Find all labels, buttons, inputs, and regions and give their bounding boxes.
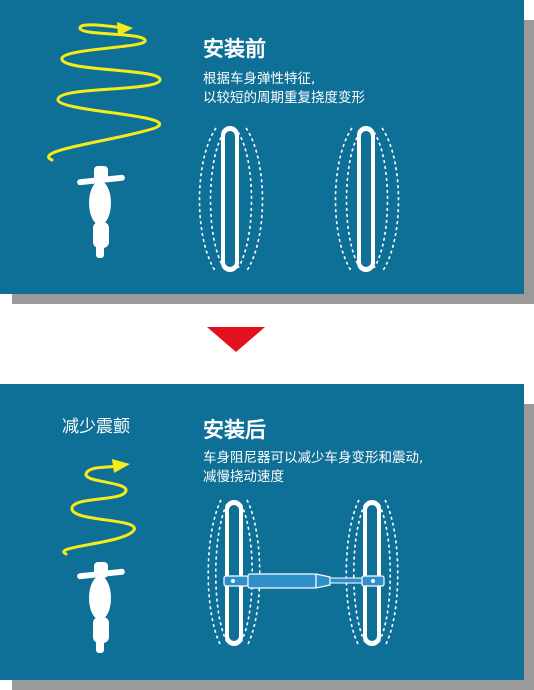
after-title: 安装后 — [203, 418, 266, 442]
before-title: 安装前 — [203, 37, 266, 61]
after-side-label: 减少震颤 — [62, 417, 130, 437]
panel-after: 减少震颤 安装后 车身阻尼器可以减少车身变形和震动, 减慢挠动速度 — [0, 384, 524, 680]
tire-flex-icon — [334, 126, 400, 273]
after-desc-line-2: 减慢挠动速度 — [203, 469, 284, 485]
before-desc-line-2: 以较短的周期重复挠度变形 — [203, 90, 365, 106]
before-illustration — [47, 22, 400, 273]
motorcycle-icon — [77, 562, 125, 653]
vibration-squiggle-icon — [47, 22, 162, 162]
tire-flex-icon — [207, 499, 261, 647]
tire-flex-icon — [345, 499, 399, 647]
tire-flex-icon — [198, 126, 264, 273]
damper-icon — [223, 573, 385, 589]
panel-before: 安装前 根据车身弹性特征, 以较短的周期重复挠度变形 — [0, 0, 524, 294]
after-illustration — [62, 459, 399, 653]
down-arrow-icon — [207, 327, 265, 352]
before-desc-line-1: 根据车身弹性特征, — [203, 71, 316, 87]
after-desc-line-1: 车身阻尼器可以减少车身变形和震动, — [203, 450, 424, 466]
motorcycle-icon — [77, 166, 125, 258]
vibration-squiggle-icon — [62, 459, 136, 556]
